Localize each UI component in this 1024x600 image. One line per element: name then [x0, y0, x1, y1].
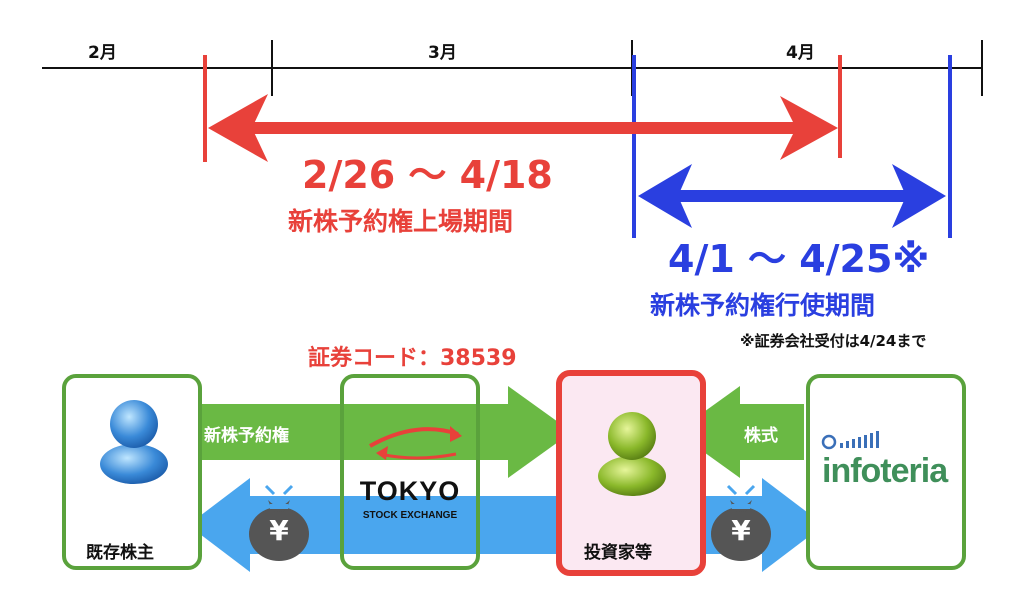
- exercise-period-dates: 4/1 〜 4/25※: [668, 237, 930, 281]
- company-logo-mark-icon: [821, 431, 879, 450]
- exchange-logo-name: TOKYO: [359, 476, 461, 506]
- exchange-swap-icon: [369, 426, 462, 460]
- exercise-period-arrow: [638, 164, 946, 228]
- company-logo-text: infoteria: [822, 452, 948, 490]
- exercise-period-note: ※証券会社受付は4/24まで: [740, 332, 927, 350]
- money-bag-icon-left: ¥: [244, 478, 314, 562]
- listing-period-dates: 2/26 〜 4/18: [302, 153, 553, 197]
- person-icon-blue: [100, 400, 168, 484]
- listing-period-label: 新株予約権上場期間: [288, 207, 514, 236]
- exchange-box: TOKYO STOCK EXCHANGE: [340, 374, 480, 570]
- money-symbol-left: ¥: [269, 514, 289, 547]
- investors-box: 投資家等: [556, 370, 706, 576]
- shares-arrow-label: 株式: [744, 426, 778, 446]
- money-bag-icon-right: ¥: [706, 478, 776, 562]
- company-box: infoteria: [806, 374, 966, 570]
- month-label-apr: 4月: [786, 43, 815, 63]
- person-icon-green: [598, 412, 666, 496]
- exchange-logo-sub: STOCK EXCHANGE: [362, 510, 458, 521]
- securities-code: 証券コード：38539: [308, 346, 517, 371]
- rights-arrow-label: 新株予約権: [204, 426, 289, 446]
- month-label-feb: 2月: [88, 43, 117, 63]
- existing-holders-box: 既存株主: [62, 374, 202, 570]
- investors-label: 投資家等: [584, 543, 652, 563]
- month-label-mar: 3月: [428, 43, 457, 63]
- shares-flow-arrow: [676, 386, 804, 478]
- exercise-period-label: 新株予約権行使期間: [650, 291, 876, 320]
- listing-period-arrow: [208, 94, 838, 162]
- existing-holders-label: 既存株主: [86, 543, 154, 563]
- money-symbol-right: ¥: [731, 514, 751, 547]
